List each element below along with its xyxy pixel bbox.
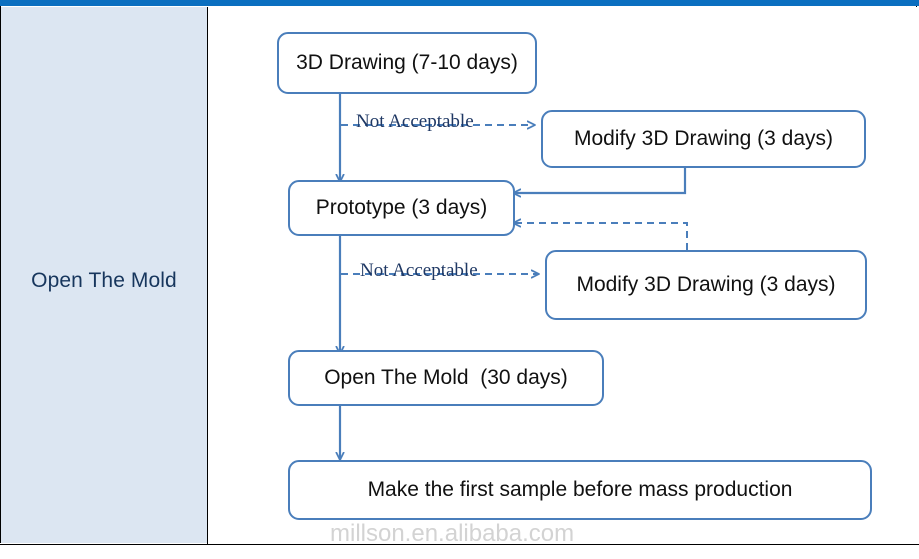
node-prototype[interactable]: Prototype (3 days) bbox=[288, 180, 515, 236]
node-open-the-mold[interactable]: Open The Mold (30 days) bbox=[288, 350, 604, 406]
bottom-rule bbox=[0, 544, 919, 545]
node-first-sample[interactable]: Make the first sample before mass produc… bbox=[288, 460, 872, 520]
connector-modify2-to-prototype bbox=[514, 223, 688, 250]
sidebar-divider bbox=[207, 7, 208, 544]
sidebar-panel: Open The Mold bbox=[1, 7, 207, 543]
node-3d-drawing[interactable]: 3D Drawing (7-10 days) bbox=[277, 32, 537, 94]
edge-label-not-acceptable-1: Not Acceptable bbox=[356, 111, 474, 132]
sidebar-title: Open The Mold bbox=[31, 269, 177, 292]
top-accent-bar bbox=[0, 0, 919, 6]
flowchart-canvas: 3D Drawing (7-10 days) Modify 3D Drawing… bbox=[208, 7, 917, 543]
bottom-strip bbox=[0, 545, 919, 559]
watermark-text: millson.en.alibaba.com bbox=[330, 520, 575, 543]
edge-label-not-acceptable-2: Not Acceptable bbox=[360, 260, 478, 281]
node-modify-3d-drawing-2[interactable]: Modify 3D Drawing (3 days) bbox=[545, 250, 867, 320]
connector-modify1-to-prototype bbox=[514, 167, 687, 193]
node-modify-3d-drawing-1[interactable]: Modify 3D Drawing (3 days) bbox=[541, 110, 866, 168]
